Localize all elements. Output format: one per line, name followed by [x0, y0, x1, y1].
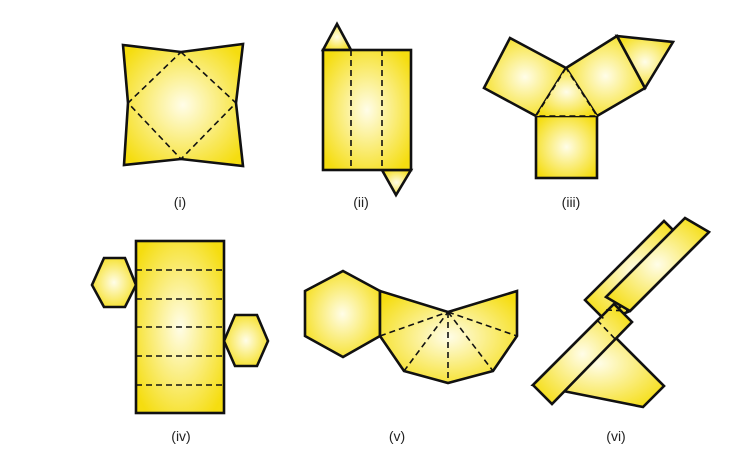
net-vi-label: (vi): [606, 428, 625, 444]
net-v-hexagon: [303, 269, 382, 359]
net-ii-rectangle: [321, 48, 413, 172]
net-ii-top-triangle: [320, 21, 354, 52]
net-iii-center-triangle: [536, 68, 597, 116]
net-v-hexagonal-pyramid: [303, 269, 519, 385]
net-iii-label: (iii): [562, 194, 581, 210]
net-iv-right-hexagon: [222, 313, 270, 368]
net-vi-strip-c: [603, 216, 712, 313]
net-i-label: (i): [174, 194, 186, 210]
net-ii-fold-lines: [322, 49, 383, 171]
net-vi-lower-strip: [531, 302, 634, 406]
net-iv-fold-lines: [136, 269, 224, 386]
net-iii-bottom-square: [534, 114, 599, 180]
net-iv-label: (iv): [171, 428, 190, 444]
net-i-fold-lines: [126, 50, 238, 161]
net-v-fold-lines: [379, 310, 518, 383]
net-vi-fold-lines: [584, 299, 631, 342]
net-iv-hexagonal-prism: [90, 239, 270, 415]
net-iii-right-tip: [614, 34, 676, 91]
net-i-square-pyramid: [121, 42, 245, 168]
net-ii-label: (ii): [353, 194, 369, 210]
net-iii-triangular-pyramid: [482, 34, 676, 180]
net-i-outline: [121, 42, 245, 168]
net-iv-left-hexagon: [90, 256, 138, 309]
net-ii-triangular-prism: [320, 21, 414, 198]
net-v-label: (v): [389, 428, 405, 444]
net-vi-strips: [530, 216, 712, 409]
net-ii-bottom-triangle: [379, 168, 414, 198]
